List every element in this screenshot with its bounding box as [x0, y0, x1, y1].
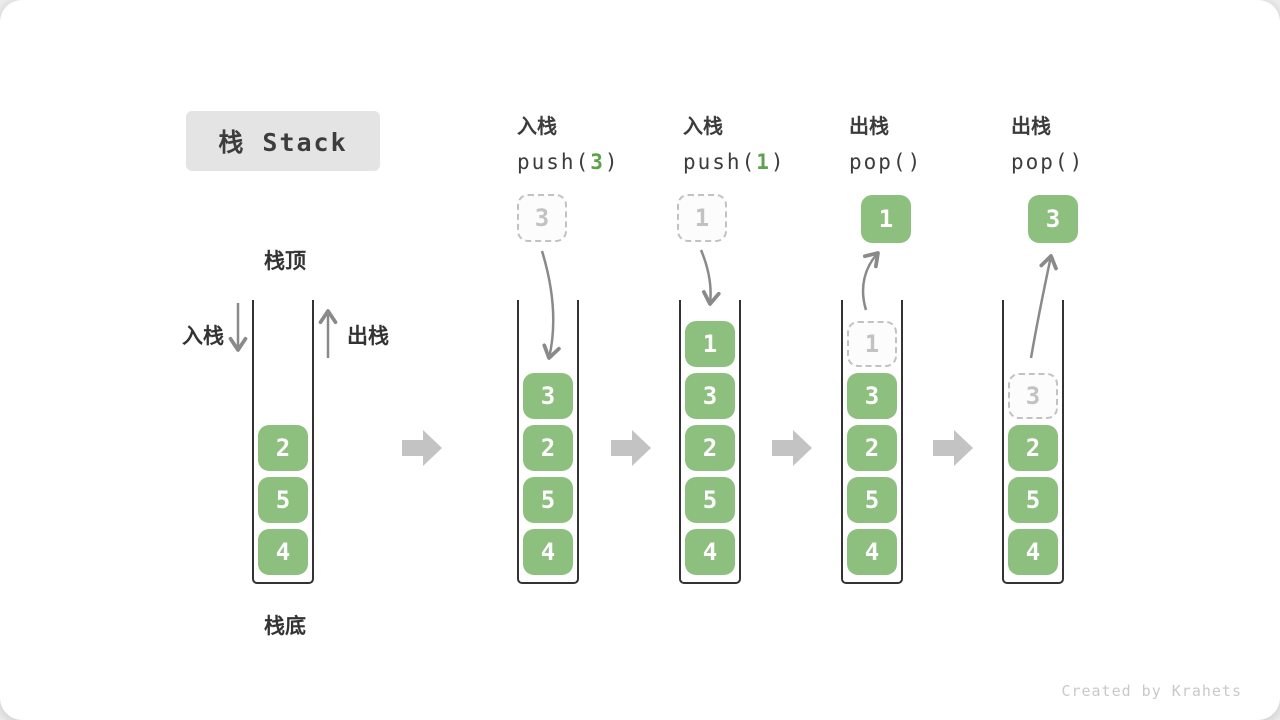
code-post: ) [1069, 150, 1085, 174]
stack-cell: 1 [685, 321, 735, 367]
stack-cell-ghost: 1 [847, 321, 897, 367]
op-name: 入栈 [683, 116, 723, 138]
stack-initial: 2 5 4 [252, 300, 314, 584]
stack-cell: 4 [685, 529, 735, 575]
stack-bottom-label: 栈底 [264, 615, 306, 638]
stack-cell: 4 [847, 529, 897, 575]
op-code: pop() [849, 150, 922, 174]
stack-cell: 5 [1008, 477, 1058, 523]
code-pre: pop( [849, 150, 908, 174]
stack-cell: 2 [1008, 425, 1058, 471]
op-name: 出栈 [849, 116, 889, 138]
stack-cell: 4 [1008, 529, 1058, 575]
watermark: Created by Krahets [1061, 682, 1242, 700]
op-code: pop() [1011, 150, 1084, 174]
code-post: ) [907, 150, 923, 174]
stack-cell: 3 [685, 373, 735, 419]
stack-after-pop-1: 1 3 2 5 4 [841, 300, 903, 584]
push-value-box-1: 3 [517, 194, 567, 242]
step-arrow-icon [402, 430, 442, 466]
code-pre: pop( [1011, 150, 1070, 174]
step-arrow-icon [772, 430, 812, 466]
code-pre: push( [683, 150, 757, 174]
stack-cell: 2 [258, 425, 308, 471]
stack-cell: 2 [685, 425, 735, 471]
push-value-box-2: 1 [677, 194, 727, 242]
stack-top-label: 栈顶 [264, 250, 306, 273]
op-name: 出栈 [1011, 116, 1051, 138]
stack-cell-ghost: 3 [1008, 373, 1058, 419]
step-arrow-icon [933, 430, 973, 466]
stack-after-push-1: 1 3 2 5 4 [679, 300, 741, 584]
stack-cell: 3 [847, 373, 897, 419]
op-code: push(3) [517, 150, 620, 174]
code-post: ) [770, 150, 786, 174]
code-arg: 1 [756, 150, 771, 174]
stack-cell: 5 [523, 477, 573, 523]
stack-cell: 5 [258, 477, 308, 523]
stack-after-pop-3: 3 2 5 4 [1002, 300, 1064, 584]
stack-cell: 4 [523, 529, 573, 575]
stack-cell: 4 [258, 529, 308, 575]
stack-cell: 2 [847, 425, 897, 471]
pop-value-box-1: 1 [861, 195, 911, 243]
op-name: 入栈 [517, 116, 557, 138]
op-header-push-1: 入栈 push(3) [517, 110, 620, 174]
op-header-push-2: 入栈 push(1) [683, 110, 786, 174]
op-header-pop-1: 出栈 pop() [849, 110, 922, 174]
code-post: ) [604, 150, 620, 174]
op-header-pop-2: 出栈 pop() [1011, 110, 1084, 174]
pop-side-label: 出栈 [347, 325, 389, 348]
diagram-title: 栈 Stack [218, 128, 348, 157]
diagram-title-box: 栈 Stack [186, 111, 380, 171]
pop-value-box-2: 3 [1028, 195, 1078, 243]
op-code: push(1) [683, 150, 786, 174]
stack-cell: 3 [523, 373, 573, 419]
stack-cell: 5 [847, 477, 897, 523]
code-arg: 3 [590, 150, 605, 174]
stack-cell: 5 [685, 477, 735, 523]
stack-after-push-3: 3 2 5 4 [517, 300, 579, 584]
stack-cell: 2 [523, 425, 573, 471]
push-arrow-2 [699, 249, 721, 306]
step-arrow-icon [611, 430, 651, 466]
push-side-label: 入栈 [182, 325, 224, 348]
code-pre: push( [517, 150, 591, 174]
